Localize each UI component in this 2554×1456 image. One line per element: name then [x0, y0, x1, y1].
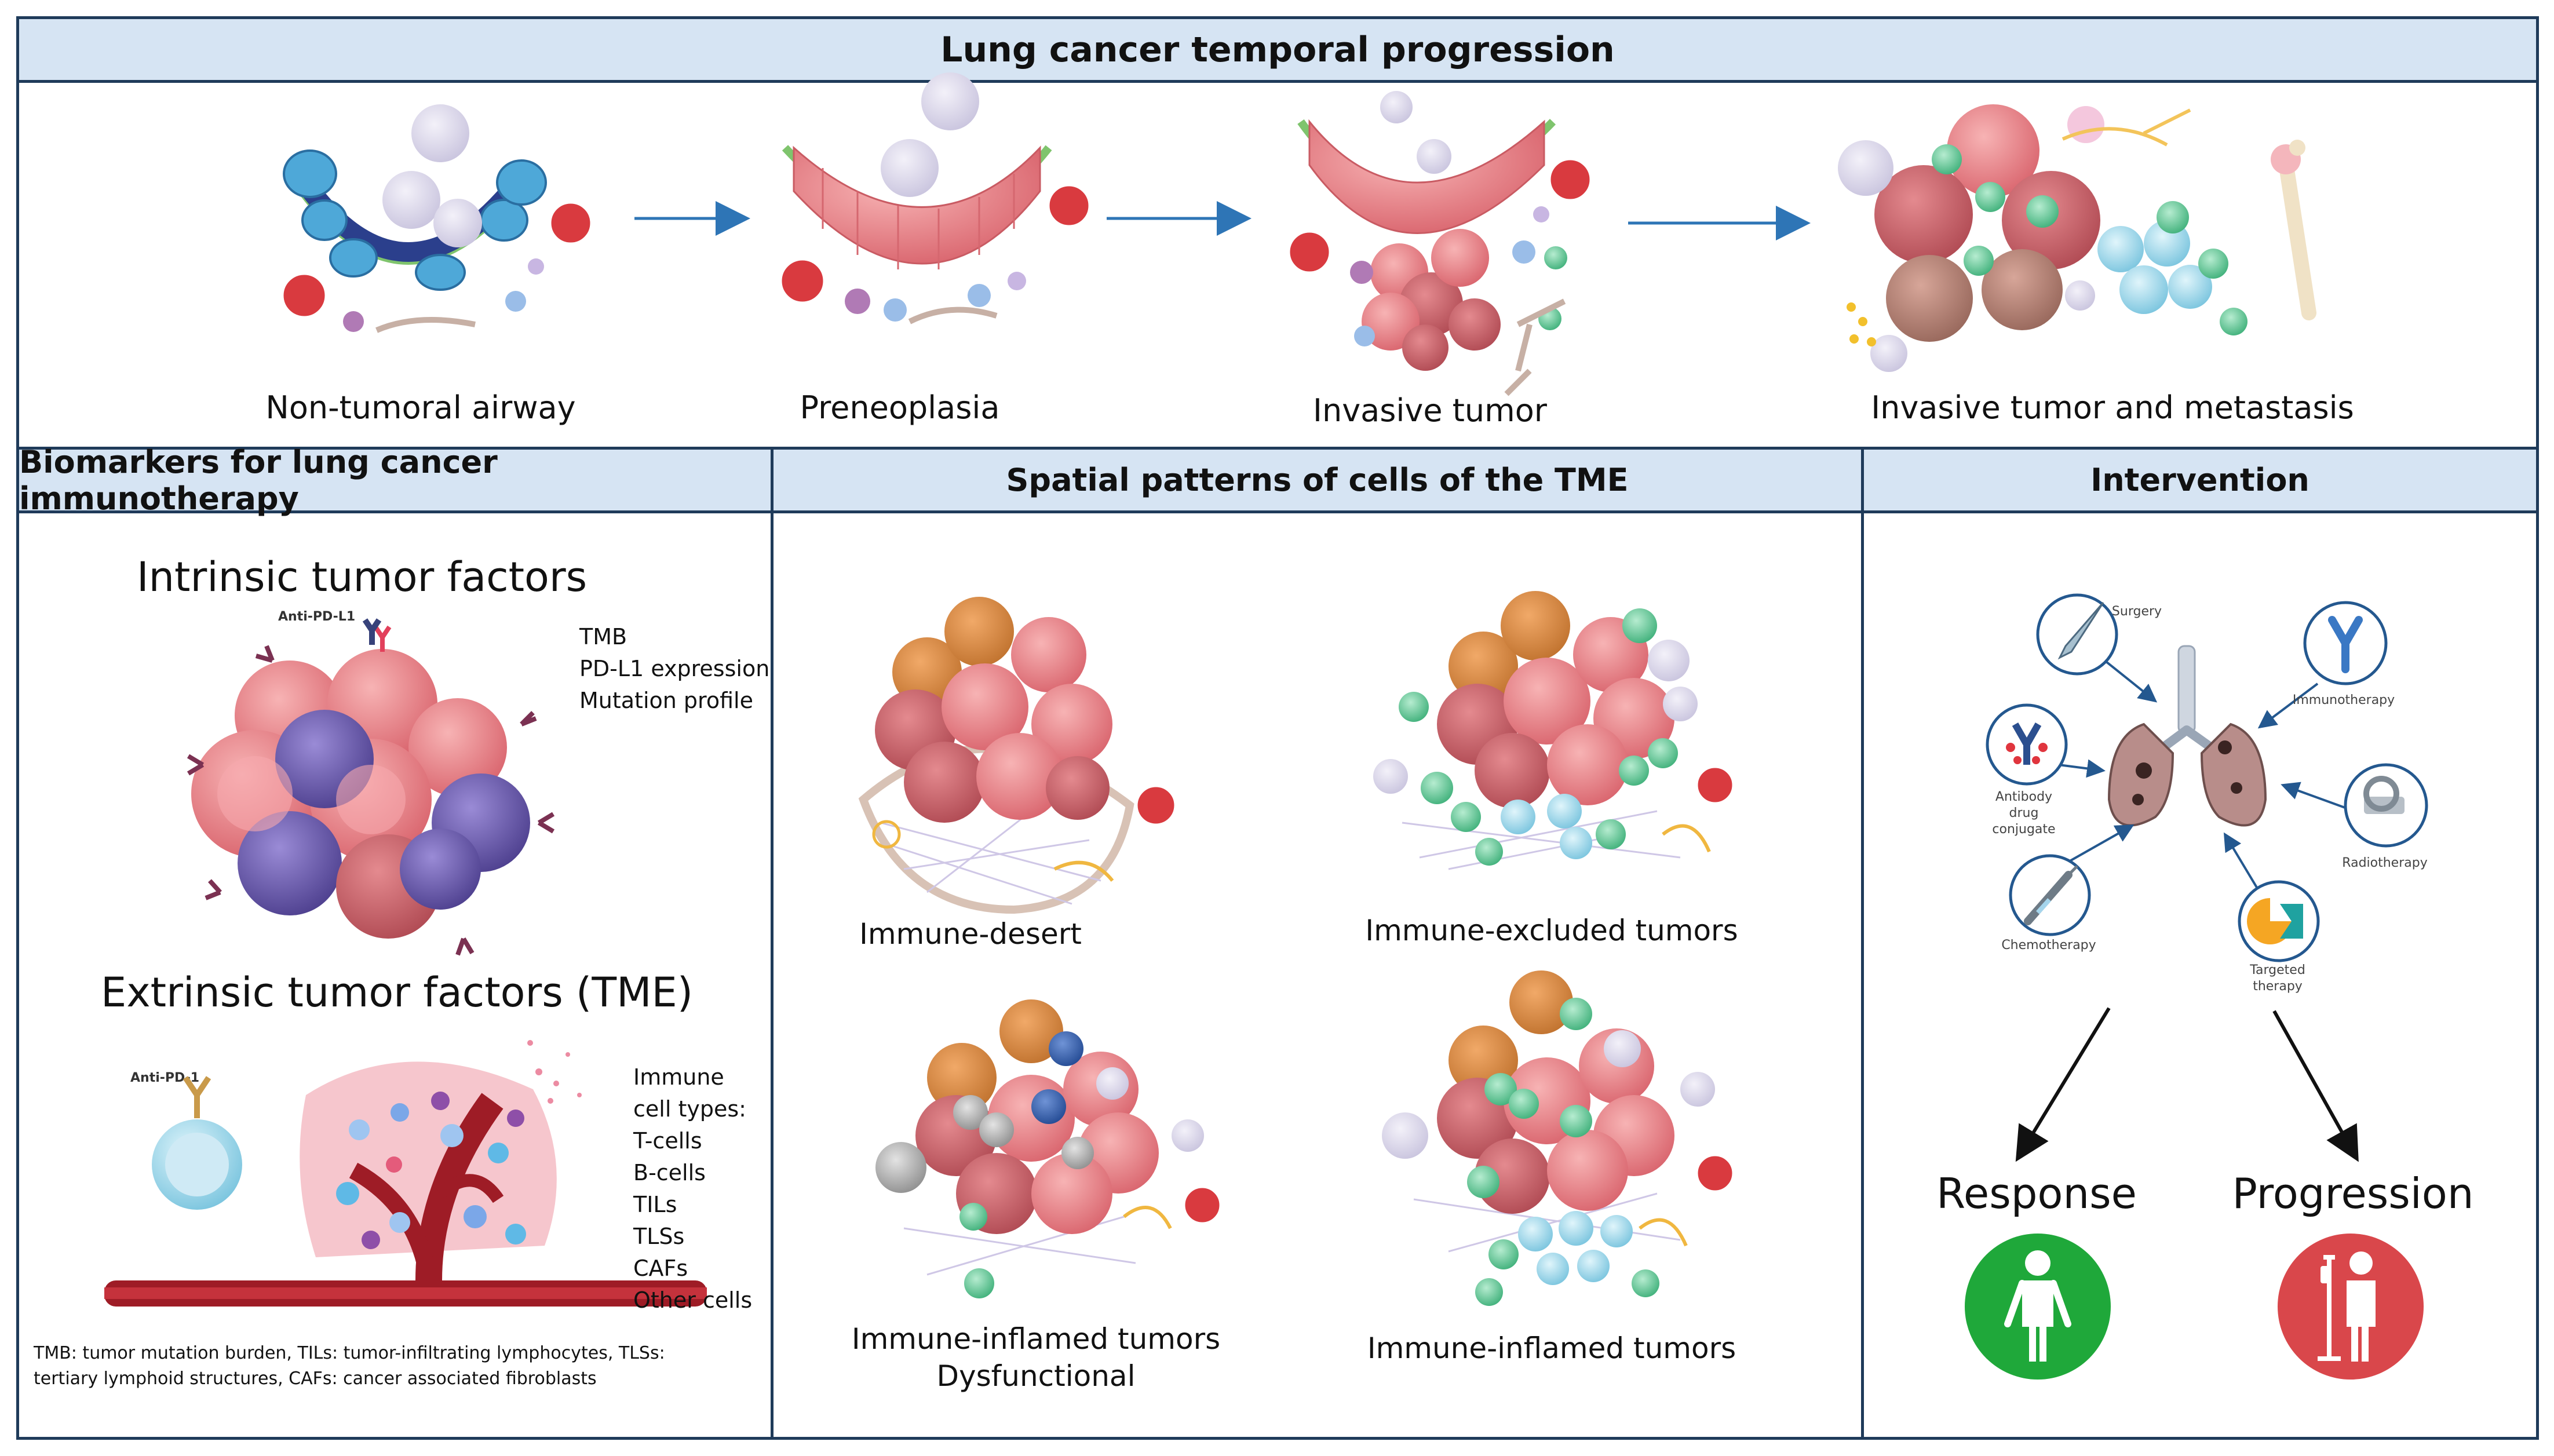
label-immune-inflamed-dysfunctional-2: Dysfunctional [936, 1359, 1136, 1393]
extrinsic-title: Extrinsic tumor factors (TME) [101, 969, 694, 1016]
response-label: Response [1936, 1169, 2137, 1218]
intervention-header: Intervention [1864, 450, 2536, 513]
chemotherapy-icon [2009, 854, 2091, 936]
surgery-label: Surgery [2111, 604, 2162, 619]
label-immune-inflamed-dysfunctional-1: Immune-inflamed tumors [851, 1322, 1221, 1356]
extrinsic-list-item: T-cells [633, 1128, 702, 1154]
anti-pdl1-label: Anti-PD-L1 [278, 610, 356, 624]
intrinsic-title: Intrinsic tumor factors [137, 553, 588, 601]
invasive-tumor-illustration [1287, 91, 1593, 396]
extrinsic-list-item: Immune [633, 1064, 724, 1090]
targeted-therapy-icon [2238, 880, 2320, 962]
immune-excluded-illustration [1373, 591, 1735, 870]
metastasis-illustration [1838, 104, 2316, 372]
footnote-line-2: tertiary lymphoid structures, CAFs: canc… [34, 1369, 597, 1389]
extrinsic-list-item: Other cells [633, 1287, 753, 1313]
intrinsic-list-item: Mutation profile [579, 688, 753, 713]
footnote-line-1: TMB: tumor mutation burden, TILs: tumor-… [34, 1343, 665, 1363]
biomarkers-header: Biomarkers for lung cancer immunotherapy [19, 444, 771, 517]
extrinsic-list-item: TLSs [633, 1224, 685, 1249]
adc-label-3: conjugate [1992, 822, 2056, 837]
targeted-label-2: therapy [2253, 979, 2303, 994]
immunotherapy-label: Immunotherapy [2292, 693, 2395, 707]
spatial-header-title: Spatial patterns of cells of the TME [1006, 462, 1629, 498]
response-icon [1965, 1234, 2111, 1380]
chemotherapy-label: Chemotherapy [2001, 938, 2096, 953]
lungs-icon [2107, 645, 2267, 827]
adc-label-1: Antibody [1995, 790, 2053, 804]
radiotherapy-label: Radiotherapy [2342, 856, 2428, 870]
biomarkers-header-title: Biomarkers for lung cancer immunotherapy [19, 443, 498, 517]
stage-label-invasive: Invasive tumor [1313, 392, 1547, 429]
stage-label-non-tumoral: Non-tumoral airway [265, 389, 576, 426]
extrinsic-list-item: TILs [633, 1192, 677, 1217]
top-header: Lung cancer temporal progression [19, 19, 2536, 83]
top-header-title: Lung cancer temporal progression [940, 29, 1615, 70]
adc-label-2: drug [2009, 806, 2039, 820]
label-immune-desert: Immune-desert [859, 917, 1082, 951]
progression-icon [2278, 1234, 2424, 1380]
extrinsic-list-item: B-cells [633, 1160, 706, 1185]
preneoplasia-illustration [779, 72, 1092, 324]
extrinsic-list-item: CAFs [633, 1256, 688, 1281]
immune-desert-illustration [858, 597, 1177, 914]
intervention-header-title: Intervention [2090, 462, 2309, 498]
intrinsic-list-item: TMB [579, 624, 627, 649]
extrinsic-list-item: cell types: [633, 1096, 746, 1122]
label-immune-inflamed: Immune-inflamed tumors [1367, 1331, 1736, 1365]
immune-inflamed-illustration [1382, 970, 1735, 1306]
immunotherapy-icon [2303, 601, 2388, 685]
radiotherapy-icon [2344, 763, 2428, 848]
stage-label-metastasis: Invasive tumor and metastasis [1871, 389, 2354, 426]
targeted-label-1: Targeted [2250, 963, 2305, 977]
spatial-header: Spatial patterns of cells of the TME [774, 450, 1861, 513]
stage-label-preneoplasia: Preneoplasia [800, 389, 1000, 426]
progression-label: Progression [2232, 1169, 2474, 1218]
airway-illustration [280, 104, 593, 333]
intrinsic-list-item: PD-L1 expression [579, 656, 770, 681]
surgery-icon [2036, 593, 2118, 676]
antibody-drug-conjugate-icon [1986, 703, 2068, 786]
intervention-panel [1861, 447, 2539, 1440]
immune-inflamed-dysfunctional-illustration [875, 999, 1223, 1298]
label-immune-excluded: Immune-excluded tumors [1365, 914, 1738, 947]
